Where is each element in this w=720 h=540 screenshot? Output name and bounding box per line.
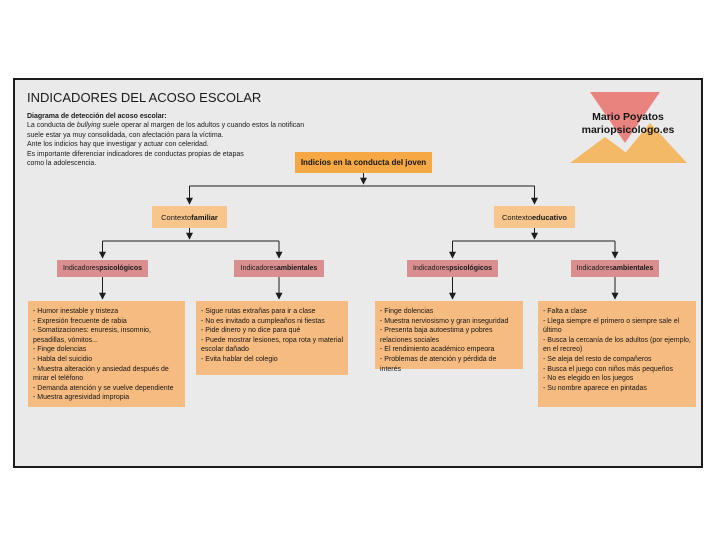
list-item: - Muestra nerviosismo y gran inseguridad: [380, 317, 509, 325]
logo: Mario Poyatos mariopsicologo.es: [566, 90, 690, 165]
list-item: - Muestra alteración y ansiedad después …: [33, 365, 169, 383]
node-indicadores-psicologicos-familiar: Indicadores psicológicos: [57, 260, 148, 277]
list-item: - Problemas de atención y pérdida de int…: [380, 355, 497, 373]
list-box-educativo-psicologicos: - Finge dolencias - Muestra nerviosismo y…: [375, 301, 523, 373]
node-contexto-familiar: Contexto familiar: [152, 206, 227, 228]
list-item: - Falta a clase: [543, 308, 587, 315]
list-box-familiar-ambientales: - Sigue rutas extrañas para ir a clase - …: [196, 301, 348, 375]
node-indicadores-ambientales-educativo: Indicadores ambientales: [571, 260, 659, 277]
list-item: - Demanda atención y se vuelve dependien…: [33, 384, 174, 392]
list-box-educativo-ambientales: - Falta a clase - Llega siempre el primer…: [538, 301, 696, 407]
list-item: - Busca el juego con niños más pequeños: [543, 365, 673, 373]
list-item: - No es elegido en los juegos: [543, 375, 634, 383]
node-contexto-educativo: Contexto educativo: [494, 206, 575, 228]
intro-line: Ante los indicios hay que investigar y a…: [27, 141, 209, 149]
list-item: - Busca la cercanía de los adultos (por …: [543, 336, 691, 354]
list-box-familiar-psicologicos: - Humor inestable y tristeza - Expresión …: [28, 301, 185, 407]
page-title: INDICADORES DEL ACOSO ESCOLAR: [27, 90, 262, 105]
list-item: - Su nombre aparece en pintadas: [543, 384, 647, 392]
node-indicadores-ambientales-familiar: Indicadores ambientales: [234, 260, 324, 277]
intro-heading: Diagrama de detección del acoso escolar:: [27, 113, 167, 120]
list-item: - Se aleja del resto de compañeros: [543, 355, 652, 363]
list-item: - No es invitado a cumpleaños ni fiestas: [201, 317, 325, 325]
list-item: - Finge dolencias: [33, 346, 87, 354]
list-item: - Finge dolencias: [380, 308, 434, 315]
intro-line: suele estar ya muy consolidada, con afec…: [27, 131, 224, 139]
logo-text: Mario Poyatos mariopsicologo.es: [566, 111, 690, 136]
list-item: - Expresión frecuente de rabia: [33, 317, 127, 325]
intro-line: Es importante diferenciar indicadores de…: [27, 150, 244, 158]
logo-triangles-icon: [570, 92, 687, 163]
list-item: - Humor inestable y tristeza: [33, 308, 119, 315]
intro-line: La conducta de bullying suele operar al …: [27, 122, 305, 130]
list-item: - Somatizaciones: enuresis, insomnio, pe…: [33, 327, 151, 344]
list-item: - Habla del suicidio: [33, 355, 93, 363]
intro-line: como la adolescencia.: [27, 160, 97, 168]
list-item: - Presenta baja autoestima y pobres rela…: [380, 327, 493, 344]
logo-triangle-down-icon: [590, 92, 660, 143]
list-item: - El rendimiento académico empeora: [380, 346, 495, 354]
logo-name: Mario Poyatos: [592, 111, 664, 123]
list-item: - Llega siempre el primero o siempre sal…: [543, 317, 680, 335]
intro-text: Diagrama de detección del acoso escolar:…: [27, 112, 304, 168]
list-item: - Muestra agresividad impropia: [33, 394, 130, 402]
node-indicadores-psicologicos-educativo: Indicadores psicológicos: [407, 260, 498, 277]
node-root: Indicios en la conducta del joven: [295, 152, 432, 173]
logo-triangle-up-right-icon: [617, 123, 687, 163]
list-item: - Evita hablar del colegio: [201, 355, 278, 363]
logo-site: mariopsicologo.es: [581, 123, 675, 136]
list-item: - Pide dinero y no dice para qué: [201, 327, 301, 335]
list-item: - Puede mostrar lesiones, ropa rota y ma…: [201, 336, 344, 354]
list-item: - Sigue rutas extrañas para ir a clase: [201, 308, 316, 315]
